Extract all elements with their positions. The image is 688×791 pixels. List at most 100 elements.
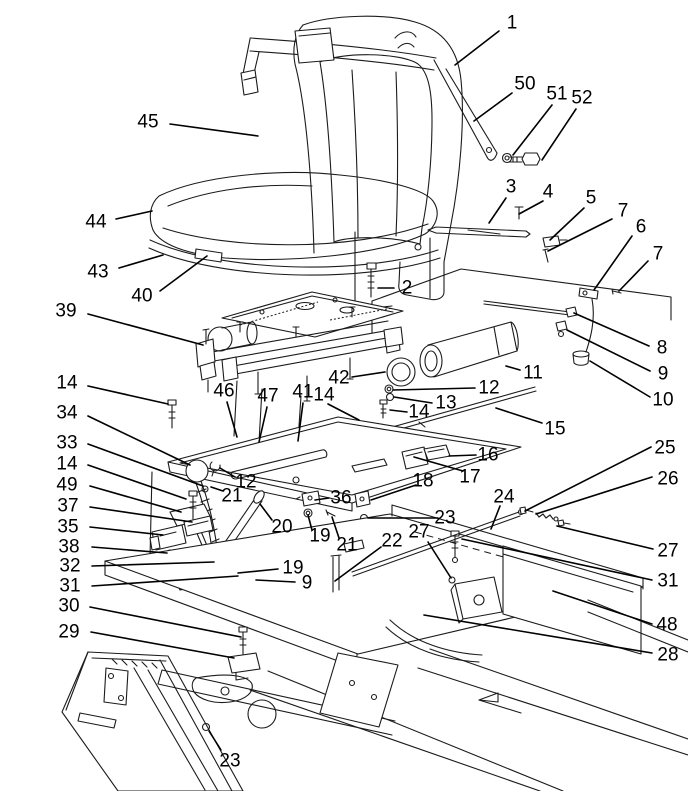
pan-side-wall: [502, 545, 642, 655]
leader-line-41: [297, 402, 304, 442]
leader-line-3: [488, 197, 507, 224]
leader-line-16: [448, 454, 477, 457]
leader-line-35: [89, 526, 164, 536]
rod-nut: [565, 306, 578, 318]
belt-bolt: [509, 152, 541, 166]
frame-plate: [319, 652, 399, 728]
leader-line-5: [549, 207, 585, 241]
end-cap: [572, 350, 590, 366]
part-label-23a: 23: [434, 508, 455, 529]
leader-line-43: [118, 254, 164, 269]
part-label-9b: 9: [302, 573, 313, 594]
leader-line-12r: [392, 387, 476, 391]
suspension-assembly: [195, 291, 404, 443]
leader-line-28: [423, 614, 653, 654]
part-label-51: 51: [546, 84, 567, 105]
part-label-43: 43: [87, 262, 108, 283]
leader-line-27b: [556, 525, 654, 550]
leader-line-13: [393, 396, 433, 404]
leader-line-50: [473, 92, 513, 122]
washer-12: [384, 384, 394, 394]
part-label-20: 20: [271, 517, 292, 538]
leader-line-9r: [566, 329, 651, 372]
part-label-3: 3: [506, 177, 517, 198]
part-label-2: 2: [402, 278, 413, 299]
leader-line-37: [89, 506, 193, 523]
leader-line-31a: [91, 575, 239, 587]
part-label-8: 8: [657, 338, 668, 359]
part-label-9r: 9: [658, 364, 669, 385]
part-label-12r: 12: [478, 378, 499, 399]
leader-line-27a: [427, 541, 452, 579]
leader-line-21b: [331, 516, 340, 539]
frame: [61, 599, 688, 791]
part-label-34: 34: [56, 403, 78, 424]
knob-ball: [185, 459, 209, 483]
bolt-2: [366, 262, 377, 298]
part-label-33: 33: [56, 433, 77, 454]
leader-line-38: [91, 546, 168, 554]
leader-line-19b: [237, 568, 279, 574]
seat-latch: [194, 248, 223, 263]
leader-line-31b: [461, 538, 653, 581]
part-label-23b: 23: [219, 751, 240, 772]
leader-line-21a: [210, 486, 224, 492]
leader-line-40: [159, 255, 208, 292]
part-label-47: 47: [257, 386, 278, 407]
part-label-19a: 19: [309, 526, 330, 547]
bellow-ring: [386, 357, 416, 387]
bracket-29: [227, 652, 261, 674]
part-label-11: 11: [523, 363, 543, 384]
part-label-24: 24: [493, 487, 515, 508]
part-label-26: 26: [657, 469, 678, 490]
part-label-32: 32: [59, 556, 80, 577]
leader-line-7a: [547, 218, 613, 252]
leader-line-20: [259, 503, 273, 521]
clevis-18: [354, 490, 371, 508]
leader-line-33: [87, 443, 204, 487]
leader-line-15: [495, 407, 543, 424]
part-label-44: 44: [85, 212, 107, 233]
part-label-35: 35: [57, 517, 78, 538]
part-label-29: 29: [58, 622, 79, 643]
part-label-28: 28: [657, 645, 678, 666]
front-clamp: [195, 328, 217, 393]
part-label-40: 40: [131, 286, 152, 307]
part-label-1: 1: [507, 13, 518, 34]
leader-line-42: [351, 371, 386, 378]
backrest-pivot-hardware: [371, 206, 672, 366]
part-label-16: 16: [477, 445, 498, 466]
clevis-36: [301, 490, 321, 507]
part-label-13: 13: [435, 393, 456, 414]
washer-13: [385, 392, 395, 402]
part-label-46: 46: [213, 381, 234, 402]
leader-line-8: [573, 312, 650, 347]
part-label-14r: 14: [408, 402, 430, 423]
bolt-30: [238, 626, 248, 655]
part-label-45: 45: [137, 112, 158, 133]
part-label-19b: 19: [282, 558, 303, 579]
pivot-pin: [542, 248, 549, 263]
part-label-14b: 14: [313, 385, 335, 406]
leader-line-22: [334, 546, 382, 582]
leader-line-24: [490, 505, 501, 530]
part-label-25: 25: [654, 438, 675, 459]
part-label-21b: 21: [336, 535, 357, 556]
leader-line-47: [258, 406, 268, 443]
leader-line-30: [89, 606, 242, 638]
leader-line-25: [524, 446, 652, 512]
bolt-14-left: [167, 399, 177, 429]
leader-line-44: [115, 210, 153, 220]
leader-line-11: [505, 365, 521, 371]
part-label-6: 6: [636, 217, 647, 238]
part-label-7b: 7: [653, 244, 664, 265]
part-label-42: 42: [328, 368, 349, 389]
leader-line-6: [593, 235, 633, 291]
part-label-17: 17: [459, 467, 480, 488]
latch-lever: [427, 226, 531, 238]
pan-post: [330, 554, 342, 593]
part-label-7a: 7: [618, 201, 629, 222]
leader-line-36: [314, 497, 330, 501]
leader-line-17: [413, 456, 464, 472]
